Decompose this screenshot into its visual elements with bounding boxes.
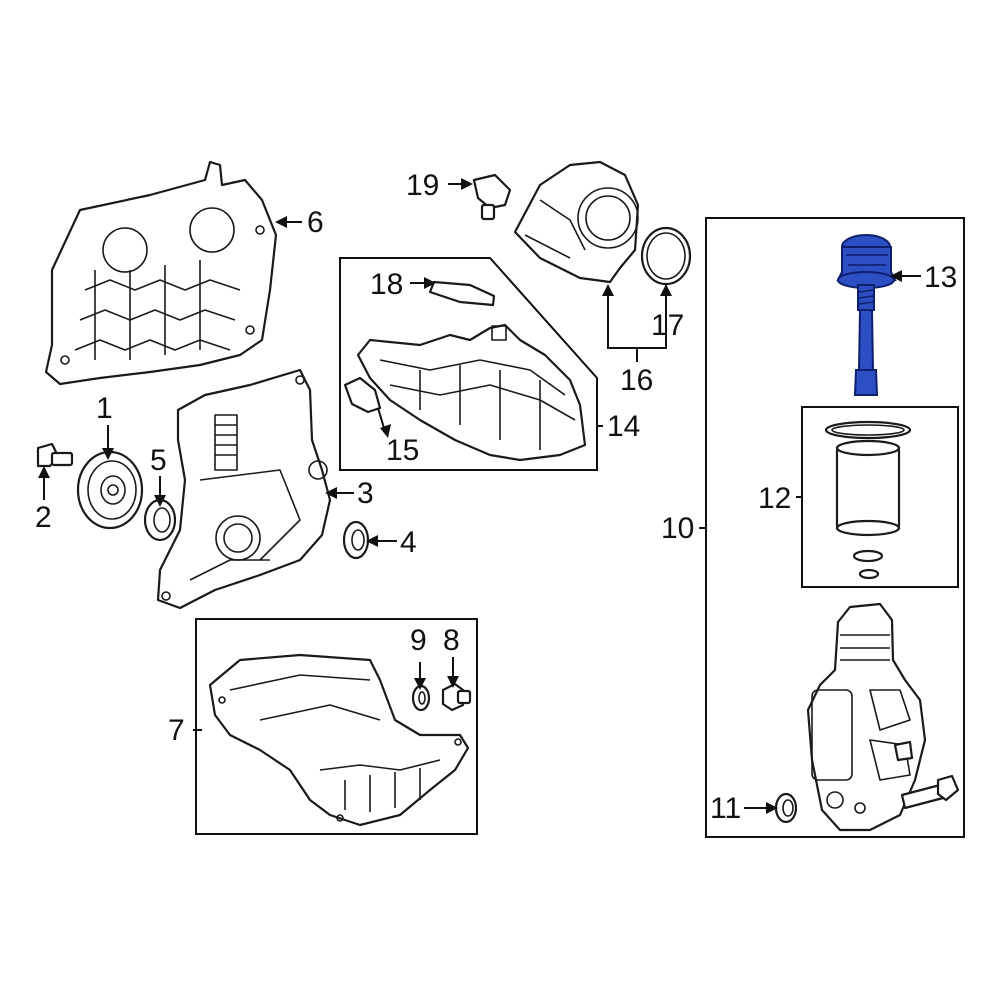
part-12-filter-element[interactable] xyxy=(824,420,912,580)
callout-17[interactable]: 17 xyxy=(651,309,684,342)
part-19-sensor[interactable] xyxy=(472,173,512,221)
leader-lines xyxy=(43,183,921,809)
callout-15[interactable]: 15 xyxy=(386,434,419,467)
part-11-plug[interactable] xyxy=(774,792,798,824)
callout-13[interactable]: 13 xyxy=(924,261,957,294)
part-16-throttle-housing[interactable] xyxy=(513,160,640,284)
part-17-gasket-ring[interactable] xyxy=(640,226,692,286)
callout-7[interactable]: 7 xyxy=(168,714,185,747)
part-2-pulley-bolt[interactable] xyxy=(36,442,74,468)
part-15-gasket[interactable] xyxy=(343,376,382,414)
callout-19[interactable]: 19 xyxy=(406,169,439,202)
callout-16[interactable]: 16 xyxy=(620,364,653,397)
callout-2[interactable]: 2 xyxy=(35,501,52,534)
part-6-cover-plate[interactable] xyxy=(44,160,278,386)
callout-10[interactable]: 10 xyxy=(661,512,694,545)
part-14-valve-cover[interactable] xyxy=(356,323,587,462)
part-9-washer[interactable] xyxy=(411,684,431,712)
part-10-housing-bolt[interactable] xyxy=(900,774,960,810)
part-1-crank-pulley[interactable] xyxy=(76,450,144,530)
callout-labels: 1 2 3 4 5 6 7 8 9 10 11 12 13 14 15 16 1… xyxy=(35,169,957,825)
part-4-seal[interactable] xyxy=(342,520,370,560)
callout-8[interactable]: 8 xyxy=(443,624,460,657)
callout-18[interactable]: 18 xyxy=(370,268,403,301)
callout-12[interactable]: 12 xyxy=(758,482,791,515)
group-box-14 xyxy=(339,257,598,471)
leader-arrowheads xyxy=(38,178,902,814)
part-8-drain-plug[interactable] xyxy=(441,682,472,712)
callout-9[interactable]: 9 xyxy=(410,624,427,657)
part-18-gasket[interactable] xyxy=(428,280,496,307)
callout-5[interactable]: 5 xyxy=(150,444,167,477)
group-box-7 xyxy=(195,618,478,835)
callout-11[interactable]: 11 xyxy=(710,792,741,825)
part-7-oil-pan[interactable] xyxy=(208,653,470,827)
callout-1[interactable]: 1 xyxy=(96,392,113,425)
part-3-timing-case[interactable] xyxy=(156,368,332,610)
callout-3[interactable]: 3 xyxy=(357,477,374,510)
callout-4[interactable]: 4 xyxy=(400,526,417,559)
callout-6[interactable]: 6 xyxy=(307,206,324,239)
callout-14[interactable]: 14 xyxy=(607,410,640,443)
part-13-filter-cap[interactable] xyxy=(836,234,897,396)
